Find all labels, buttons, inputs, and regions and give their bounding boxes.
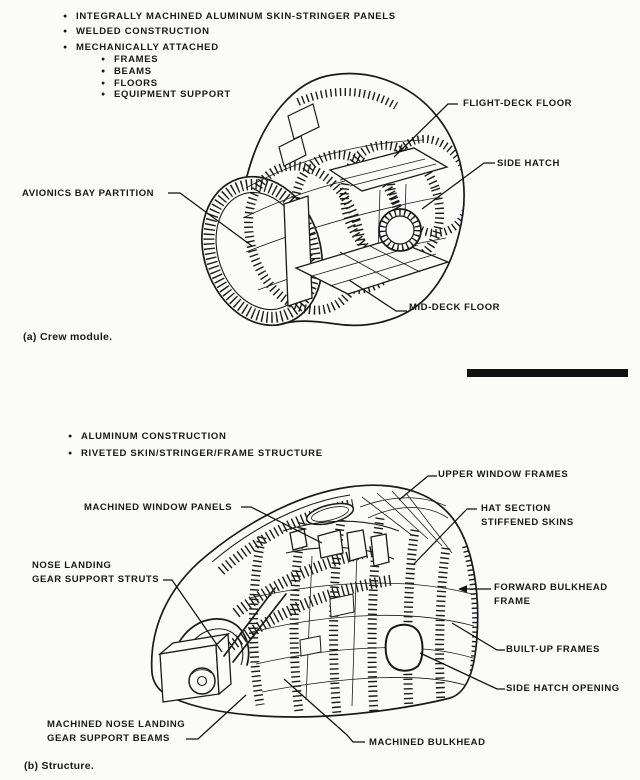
bullet-item: ALUMINUM CONSTRUCTION — [68, 429, 323, 446]
aft-bulkhead-rim-hatching — [203, 179, 321, 323]
avionics-bay-partition-shape — [283, 195, 313, 307]
leader-machined-bulkhead — [283, 678, 365, 743]
upper-window-cutout — [287, 103, 320, 140]
leader-lines — [163, 103, 505, 743]
side-hatch-opening-shape — [384, 623, 424, 672]
flight-deck-floor-shape — [328, 147, 449, 192]
bullet-item: BEAMS — [101, 66, 231, 78]
label-forward-bulkhead-frame: FORWARD BULKHEAD FRAME — [494, 582, 608, 607]
label-built-up-frames: BUILT-UP FRAMES — [506, 644, 600, 655]
label-side-hatch-opening: SIDE HATCH OPENING — [506, 683, 620, 694]
label-machined-window-panels: MACHINED WINDOW PANELS — [84, 502, 233, 513]
bullet-item: EQUIPMENT SUPPORT — [101, 89, 231, 101]
label-flight-deck-floor: FLIGHT-DECK FLOOR — [463, 98, 573, 109]
section-a-sub-bullet-list: FRAMES BEAMS FLOORS EQUIPMENT SUPPORT — [101, 54, 231, 101]
nose-landing-gear — [157, 587, 287, 703]
leader-gear-support-beams — [186, 694, 247, 740]
bullet-item: FLOORS — [101, 78, 231, 90]
bullet-item: WELDED CONSTRUCTION — [63, 24, 396, 40]
upper-window-cutout — [278, 135, 307, 167]
caption-crew-module: (a) Crew module. — [23, 331, 113, 343]
aft-bulkhead-rim-outer — [200, 175, 324, 327]
leader-mid-deck-floor — [348, 279, 407, 312]
label-mid-deck-floor: MID-DECK FLOOR — [409, 302, 501, 313]
bullet-item: FRAMES — [101, 54, 231, 66]
label-avionics-bay-partition: AVIONICS BAY PARTITION — [22, 188, 155, 199]
structure-outline — [150, 484, 479, 718]
label-nose-landing-gear-support-struts: NOSE LANDING GEAR SUPPORT STRUTS — [32, 560, 160, 585]
structure-drawing — [150, 484, 479, 718]
upper-window-frame-lattice — [359, 490, 453, 554]
gear-support-struts — [223, 587, 287, 663]
caption-structure: (b) Structure. — [24, 760, 95, 772]
separator-bar — [467, 369, 628, 377]
label-upper-window-frames: UPPER WINDOW FRAMES — [438, 469, 569, 480]
label-machined-nose-landing-gear-support-beams: MACHINED NOSE LANDING GEAR SUPPORT BEAMS — [47, 719, 186, 744]
mid-deck-floor-shape — [294, 238, 450, 295]
bullet-item: MECHANICALLY ATTACHED — [63, 40, 396, 56]
label-hat-section-stiffened-skins: HAT SECTION STIFFENED SKINS — [481, 503, 574, 528]
leader-avionics-bay-partition — [168, 192, 253, 247]
leader-side-hatch — [421, 162, 495, 210]
cockpit-windows — [282, 502, 400, 567]
crew-module-drawing — [200, 72, 465, 327]
bullet-item: RIVETED SKIN/STRINGER/FRAME STRUCTURE — [68, 446, 323, 463]
crew-module-outline — [246, 72, 465, 327]
leader-forward-bulkhead-arrowhead — [458, 585, 467, 593]
side-hatch-ring — [378, 208, 422, 252]
leader-gear-support-struts — [163, 579, 223, 653]
leader-side-hatch-opening — [419, 652, 505, 690]
leader-machined-window-panels — [241, 506, 323, 544]
section-a-bullet-list: INTEGRALLY MACHINED ALUMINUM SKIN-STRING… — [63, 9, 396, 55]
leader-flight-deck-floor — [393, 103, 458, 158]
label-machined-bulkhead: MACHINED BULKHEAD — [369, 737, 486, 748]
leader-built-up-frames — [451, 622, 505, 651]
bullet-item: INTEGRALLY MACHINED ALUMINUM SKIN-STRING… — [63, 9, 396, 25]
leader-hat-section — [412, 508, 477, 566]
nose-wheel — [188, 667, 216, 695]
label-side-hatch: SIDE HATCH — [497, 158, 560, 169]
leader-upper-window-frames — [398, 475, 437, 501]
section-b-bullet-list: ALUMINUM CONSTRUCTION RIVETED SKIN/STRIN… — [68, 429, 323, 462]
